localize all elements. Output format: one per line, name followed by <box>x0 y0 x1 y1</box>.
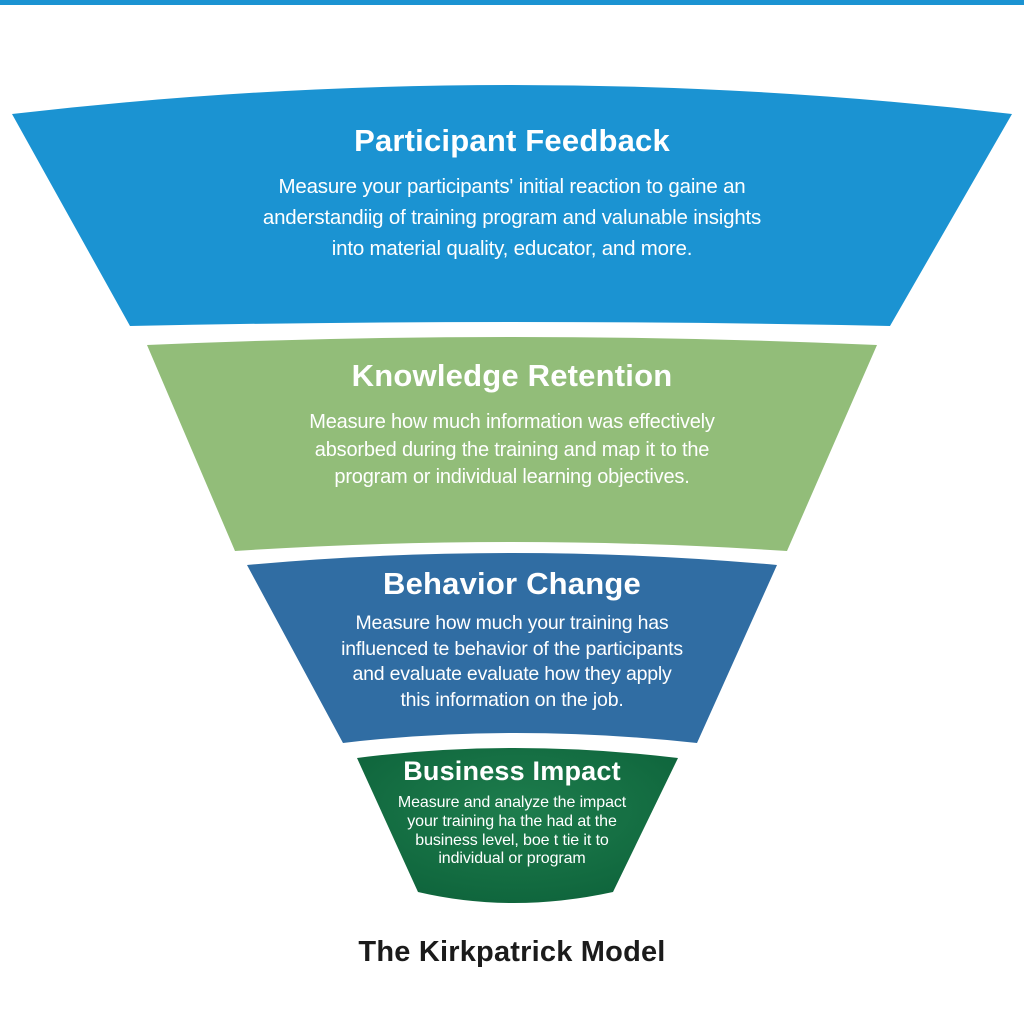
level-1-title: Participant Feedback <box>354 123 670 158</box>
level-3-title: Behavior Change <box>383 566 641 601</box>
level-2-description: Measure how much information was effecti… <box>309 411 715 488</box>
funnel-level-3-shape <box>247 553 777 743</box>
diagram-caption: The Kirkpatrick Model <box>358 936 666 968</box>
level-4-title: Business Impact <box>403 756 621 786</box>
top-edge-strip <box>0 0 1024 5</box>
level-4-description: Measure and analyze the impact your trai… <box>397 794 627 868</box>
funnel-level-2-shape <box>147 337 877 551</box>
level-3-description: Measure how much your training has influ… <box>341 612 683 711</box>
funnel-level-4-shape <box>357 748 678 903</box>
level-1-description: Measure your participants' initial react… <box>262 175 762 260</box>
funnel-level-1-shape <box>12 85 1012 326</box>
level-2-title: Knowledge Retention <box>351 358 673 393</box>
